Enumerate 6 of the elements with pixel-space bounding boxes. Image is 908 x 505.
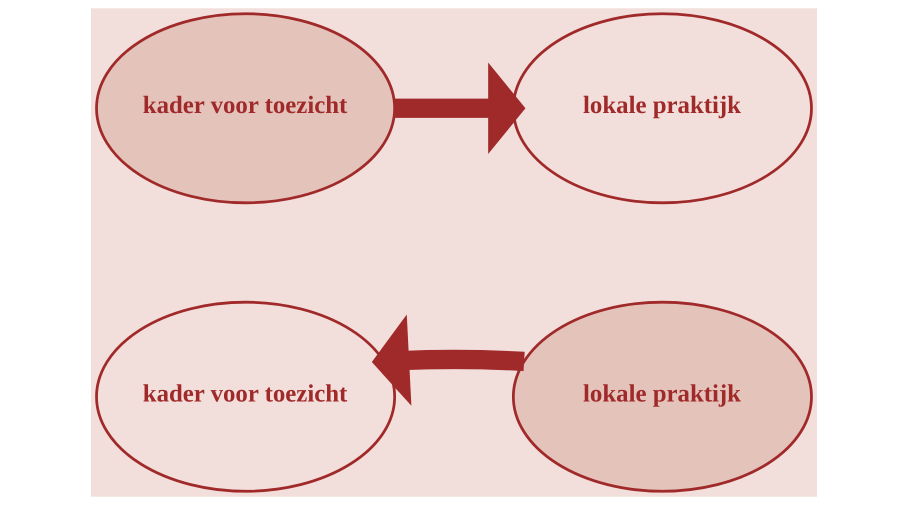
node-ellipse: kader voor toezicht [95, 12, 396, 204]
node-ellipse: lokale praktijk [512, 300, 813, 493]
node-ellipse: kader voor toezicht [95, 300, 396, 493]
arrow [394, 62, 526, 154]
arrow [372, 314, 525, 406]
node-ellipse: lokale praktijk [512, 12, 813, 204]
